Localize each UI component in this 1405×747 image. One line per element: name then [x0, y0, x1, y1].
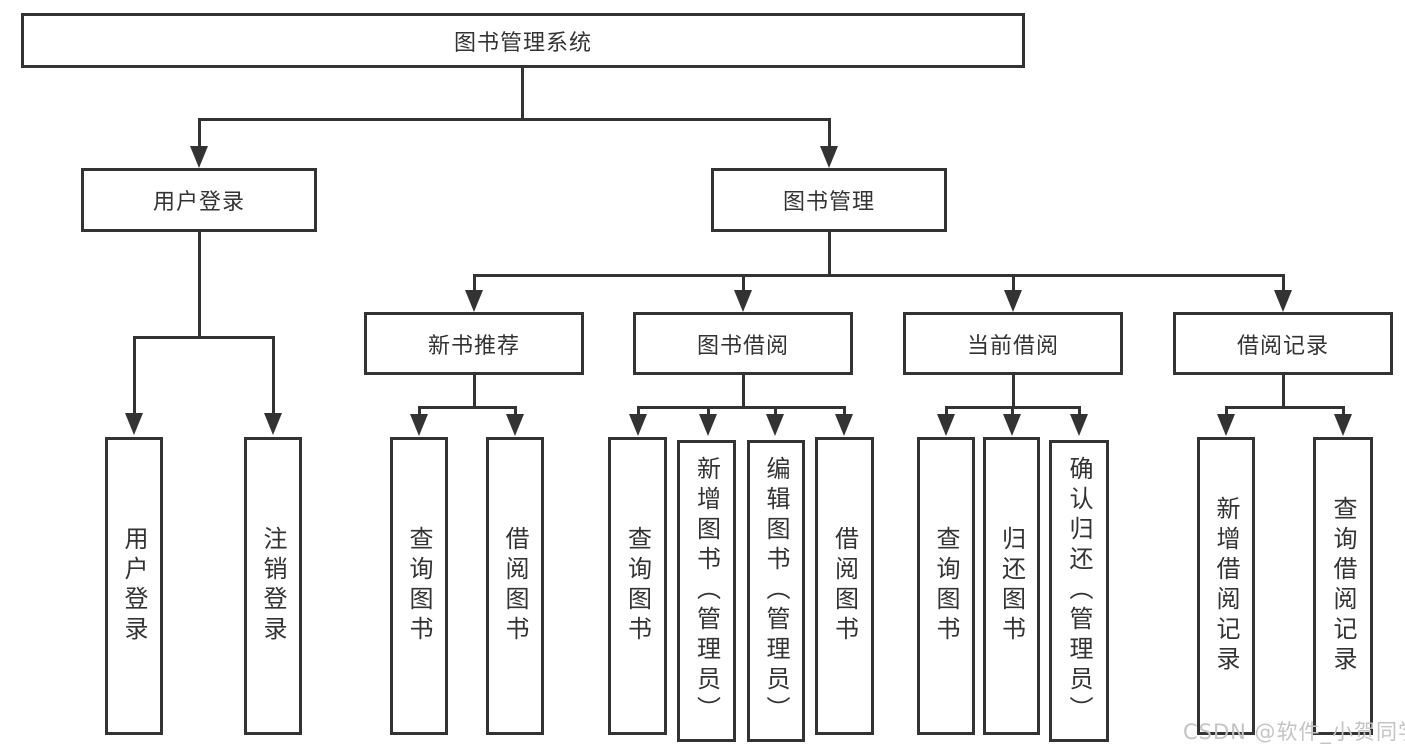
node-label: 借阅图书 — [501, 526, 529, 646]
node-label: 借阅图书 — [830, 526, 859, 646]
node-query-books-borrow: 查询图书 — [608, 437, 667, 735]
connector-line — [417, 406, 517, 409]
arrow-down-icon — [1070, 414, 1088, 436]
node-query-borrow-record: 查询借阅记录 — [1313, 437, 1373, 735]
node-query-books-current: 查询图书 — [917, 437, 975, 735]
connector-line — [842, 406, 846, 418]
node-label: 新书推荐 — [427, 333, 520, 359]
connector-line — [1224, 406, 1228, 418]
node-confirm-return-admin: 确认归还（管理员） — [1049, 440, 1109, 742]
connector-line — [472, 375, 476, 409]
node-book-borrow: 图书借阅 — [633, 312, 853, 375]
arrow-down-icon — [835, 414, 853, 436]
connector-line — [513, 406, 517, 418]
node-borrow-records: 借阅记录 — [1173, 312, 1393, 375]
connector-line — [773, 406, 777, 418]
connector-line — [827, 118, 831, 150]
node-label: 图书管理系统 — [453, 30, 592, 56]
arrow-down-icon — [734, 290, 752, 312]
connector-line — [741, 375, 745, 409]
node-label: 新增图书（管理员） — [692, 456, 721, 726]
node-label: 查询借阅记录 — [1329, 496, 1357, 676]
node-edit-books-admin: 编辑图书（管理员） — [747, 440, 805, 742]
arrow-down-icon — [629, 414, 647, 436]
connector-line — [1011, 274, 1015, 292]
node-label: 查询图书 — [623, 526, 652, 646]
connector-line — [636, 406, 640, 418]
connector-line — [1011, 375, 1015, 409]
connector-line — [197, 118, 831, 121]
connector-line — [1077, 406, 1081, 418]
arrow-down-icon — [506, 414, 524, 436]
node-borrow-books-recommend: 借阅图书 — [486, 437, 544, 735]
csdn-watermark: CSDN @软件_小贺同学 — [1183, 720, 1405, 744]
arrow-down-icon — [1217, 414, 1235, 436]
arrow-down-icon — [1274, 290, 1292, 312]
connector-line — [132, 336, 136, 417]
node-label: 借阅记录 — [1236, 333, 1329, 359]
arrow-down-icon — [465, 290, 483, 312]
node-logout-leaf: 注销登录 — [244, 437, 302, 735]
connector-line — [741, 274, 745, 292]
arrow-down-icon — [820, 146, 838, 168]
node-current-borrow: 当前借阅 — [903, 312, 1123, 375]
node-add-books-admin: 新增图书（管理员） — [677, 440, 736, 742]
connector-line — [706, 406, 710, 418]
node-return-books: 归还图书 — [983, 437, 1040, 735]
node-borrow-books-leaf: 借阅图书 — [815, 437, 874, 735]
node-label: 当前借阅 — [966, 333, 1059, 359]
arrow-down-icon — [264, 413, 282, 435]
node-new-book-recommend: 新书推荐 — [364, 312, 584, 375]
connector-line — [827, 232, 831, 277]
node-query-books-recommend: 查询图书 — [390, 437, 448, 735]
node-label: 图书借阅 — [696, 333, 789, 359]
node-label: 查询图书 — [405, 526, 433, 646]
node-user-login: 用户登录 — [81, 168, 317, 232]
node-label: 图书管理 — [782, 190, 875, 215]
arrow-down-icon — [1334, 414, 1352, 436]
connector-line — [520, 68, 524, 120]
connector-line — [944, 406, 948, 418]
node-add-borrow-record: 新增借阅记录 — [1197, 437, 1255, 735]
node-label: 编辑图书（管理员） — [762, 456, 790, 726]
connector-line — [1281, 274, 1285, 292]
node-label: 新增借阅记录 — [1212, 496, 1240, 676]
connector-line — [1341, 406, 1345, 418]
connector-line — [472, 274, 1285, 277]
connector-line — [1224, 406, 1345, 409]
connector-line — [636, 406, 846, 409]
arrow-down-icon — [766, 414, 784, 436]
connector-line — [132, 336, 275, 339]
node-label: 用户登录 — [120, 526, 148, 646]
connector-line — [197, 232, 201, 339]
node-label: 查询图书 — [932, 526, 960, 646]
connector-line — [472, 274, 476, 292]
connector-line — [271, 336, 275, 417]
node-system-root: 图书管理系统 — [21, 13, 1025, 68]
arrow-down-icon — [410, 414, 428, 436]
node-label: 确认归还（管理员） — [1065, 456, 1093, 726]
node-user-login-leaf: 用户登录 — [105, 437, 163, 735]
node-label: 注销登录 — [259, 526, 287, 646]
connector-line — [1010, 406, 1014, 418]
arrow-down-icon — [190, 146, 208, 168]
connector-line — [1281, 375, 1285, 409]
node-book-management: 图书管理 — [711, 168, 947, 232]
node-label: 归还图书 — [997, 526, 1026, 646]
node-label: 用户登录 — [152, 190, 245, 215]
arrow-down-icon — [125, 413, 143, 435]
connector-line — [197, 118, 201, 150]
arrow-down-icon — [1003, 414, 1021, 436]
arrow-down-icon — [1004, 290, 1022, 312]
arrow-down-icon — [699, 414, 717, 436]
connector-line — [417, 406, 421, 418]
arrow-down-icon — [937, 414, 955, 436]
